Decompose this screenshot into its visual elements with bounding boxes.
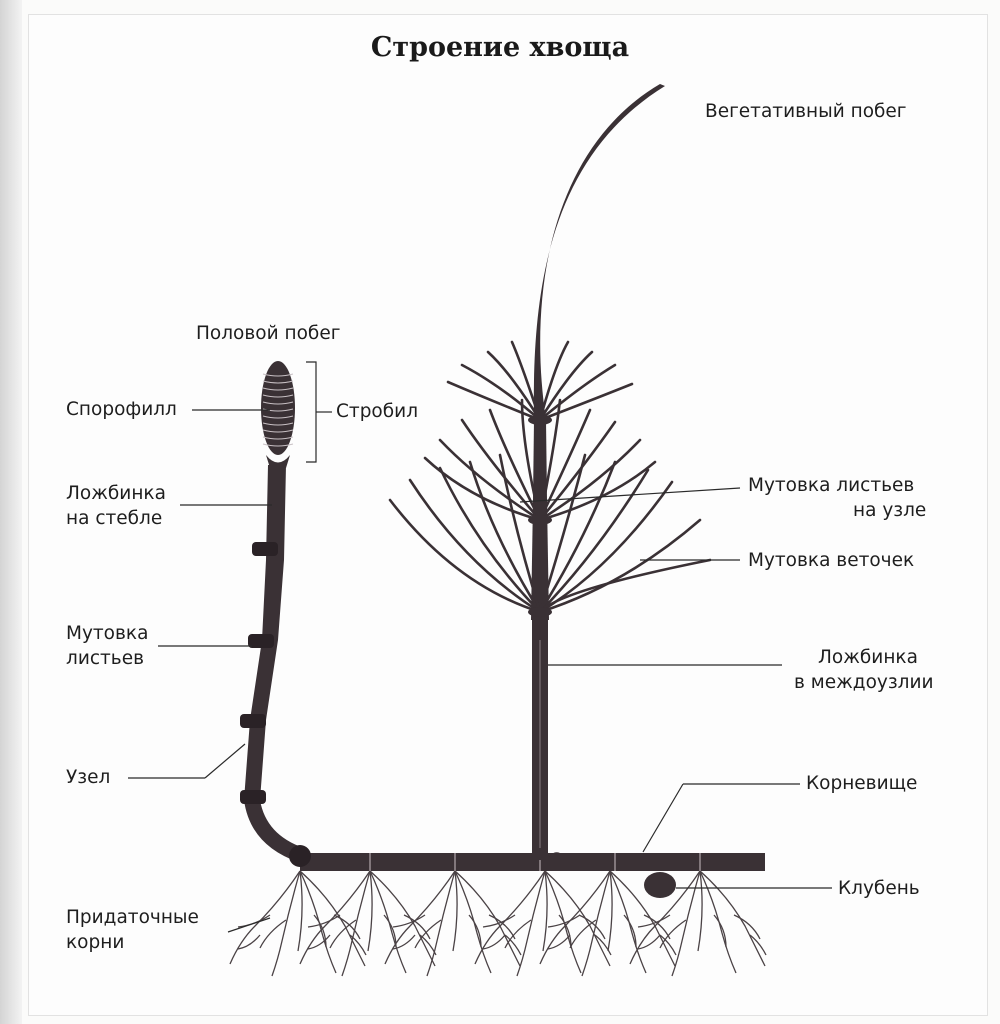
label-sporophyll: Спорофилл [66,399,177,420]
leader-roots [227,917,271,933]
label-node: Узел [66,767,111,788]
leader-rhizome-b [642,783,684,853]
root-cluster-1 [229,870,367,977]
label-leaf-whorl-2: листьев [66,648,144,669]
rhizome-body [300,853,765,871]
label-stem-groove-2: на стебле [66,508,163,529]
sporophyll-ring [262,436,294,440]
sporophyll-ring [262,429,294,433]
sporophyll-ring [262,373,294,377]
root-cluster-6 [629,870,767,977]
branch-whorl-middle [423,398,657,525]
vegetative-shoot-drawing [388,84,712,860]
label-branch-whorl: Мутовка веточек [748,550,915,571]
leader-lines [128,361,832,933]
adventitious-roots-drawing [229,870,767,977]
label-tuber: Клубень [838,878,920,899]
label-adventitious-roots-1: Придаточные [66,907,199,928]
vegetative-internode-middle [531,500,549,620]
label-internode-groove-2: в междоузлии [794,672,934,693]
label-strobilus: Стробил [336,401,419,422]
label-leaf-whorl-1: Мутовка [66,623,149,644]
root-cluster-3 [384,870,522,977]
sporophyll-ring [262,394,294,398]
strobilus-bracket [306,361,317,463]
generative-stem [244,465,304,862]
leader-node-b [204,743,246,779]
sporophyll-ring [262,387,294,391]
rhizome-drawing [300,853,765,898]
label-node-leaf-whorl-2: на узле [853,500,927,521]
generative-node-4 [240,790,266,804]
sporophyll-ring [262,401,294,405]
label-internode-groove-1: Ложбинка [818,647,918,668]
strobilus-stalk [266,455,290,468]
label-stem-groove-1: Ложбинка [66,483,166,504]
vegetative-internode-upper [533,420,547,500]
label-vegetative-shoot: Вегетативный побег [705,101,907,122]
vegetative-apex [533,84,665,420]
label-generative-shoot: Половой побег [196,323,341,344]
branch-whorl-lower [388,453,712,617]
root-cluster-4 [474,870,612,977]
tuber-shape [644,872,676,898]
generative-shoot-drawing [240,361,311,867]
generative-node-1 [252,542,278,556]
root-cluster-2 [299,870,437,977]
sporophyll-ring [262,415,294,419]
diagram-frame [28,14,988,1016]
page-shadow [0,0,22,1024]
sporophyll-ring [262,380,294,384]
sporophyll-ring [262,422,294,426]
label-node-leaf-whorl-1: Мутовка листьев [748,475,915,496]
sporophyll-ring [262,443,294,447]
generative-node-2 [248,634,274,648]
label-rhizome: Корневище [806,773,918,794]
branch-whorl-upper [446,336,634,425]
generative-node-3 [240,714,266,728]
vegetative-shoot-base [548,852,560,860]
label-adventitious-roots-2: корни [66,932,125,953]
diagram-title: Строение хвоща [370,32,630,63]
generative-node-base [289,845,311,867]
leader-node-leaf-whorl [519,487,741,503]
